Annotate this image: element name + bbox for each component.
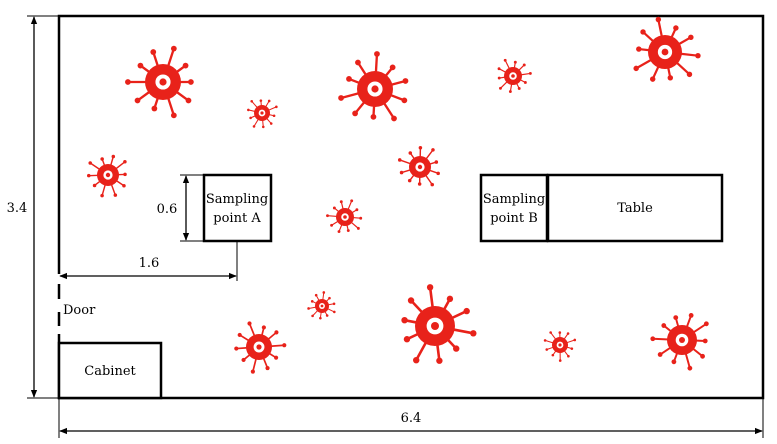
room-height-dimension: 3.4 <box>7 15 59 399</box>
table: Table <box>546 173 724 243</box>
virus-icon <box>633 16 701 82</box>
sampling-point-a-box <box>202 173 273 243</box>
sampling-a-height-dimension: 0.6 <box>157 174 204 242</box>
virus-icon <box>338 51 409 122</box>
table-box <box>546 173 724 243</box>
virus-icon <box>650 312 709 371</box>
sampling-point-a: Sampling point A <box>202 173 273 243</box>
sampling-a-height-label: 0.6 <box>157 202 178 217</box>
cabinet-label: Cabinet <box>84 364 136 379</box>
sampling-point-b: Sampling point B <box>479 173 549 243</box>
virus-icon <box>497 58 532 93</box>
sampling-a-offset-dimension: 1.6 <box>59 241 238 281</box>
room-width-label: 6.4 <box>401 411 422 426</box>
virus-icon <box>326 199 363 234</box>
cabinet-box <box>57 341 163 400</box>
sampling-point-b-label-line1: Sampling <box>483 192 545 207</box>
virus-icons <box>87 16 709 374</box>
room-width-dimension: 6.4 <box>58 398 764 438</box>
virus-icon <box>125 45 194 119</box>
door: Door <box>57 284 96 326</box>
virus-icon <box>397 145 440 187</box>
sampling-point-a-label-line1: Sampling <box>206 192 268 207</box>
cabinet: Cabinet <box>57 341 163 400</box>
door-label: Door <box>63 303 96 318</box>
sampling-point-b-box <box>479 173 549 243</box>
sampling-a-offset-label: 1.6 <box>139 256 160 271</box>
virus-icon <box>234 321 287 374</box>
virus-icon <box>401 284 477 364</box>
virus-icon <box>307 291 336 320</box>
virus-icon <box>247 99 278 129</box>
sampling-point-b-label-line2: point B <box>490 211 538 226</box>
virus-icon <box>87 154 127 198</box>
room-height-label: 3.4 <box>7 201 28 216</box>
table-label: Table <box>617 201 653 216</box>
sampling-point-a-label-line2: point A <box>213 211 261 226</box>
virus-icon <box>543 331 577 362</box>
